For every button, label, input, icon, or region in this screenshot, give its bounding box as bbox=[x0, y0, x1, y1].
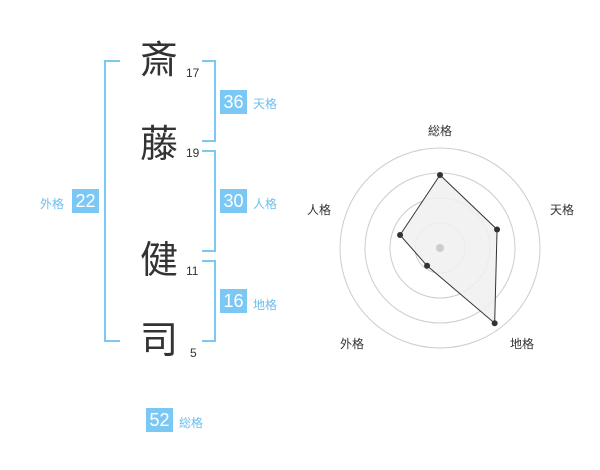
name-char-3: 健 bbox=[140, 238, 179, 282]
gaikaku-bracket bbox=[104, 60, 120, 342]
jinkaku-label: 人格 bbox=[253, 197, 278, 211]
chikaku-bracket bbox=[202, 260, 216, 342]
jinkaku-bracket bbox=[202, 150, 216, 252]
radar-axis-label-jinkaku: 人格 bbox=[307, 203, 332, 217]
chikaku-value: 16 bbox=[220, 289, 247, 313]
radar-point bbox=[437, 172, 443, 178]
stroke-count-2: 19 bbox=[186, 146, 200, 160]
name-char-4: 司 bbox=[140, 318, 179, 362]
tenkaku-value: 36 bbox=[220, 90, 247, 114]
tenkaku-label: 天格 bbox=[253, 97, 278, 111]
name-char-2: 藤 bbox=[140, 122, 179, 166]
tenkaku-bracket bbox=[202, 60, 216, 142]
radar-axis-label-gaikaku: 外格 bbox=[340, 337, 365, 351]
soukaku-label: 総格 bbox=[179, 416, 204, 430]
radar-polygon bbox=[399, 174, 498, 325]
gaikaku-label: 外格 bbox=[40, 197, 65, 211]
radar-point bbox=[397, 232, 404, 239]
radar-axis-label-tenkaku: 天格 bbox=[550, 203, 575, 217]
soukaku-value: 52 bbox=[146, 408, 173, 432]
radar-point bbox=[494, 226, 501, 233]
chikaku-label: 地格 bbox=[253, 298, 278, 312]
jinkaku-value: 30 bbox=[220, 189, 247, 213]
name-char-1: 斎 bbox=[140, 38, 179, 82]
radar-axis-label-soukaku: 総格 bbox=[428, 124, 453, 138]
radar-center bbox=[436, 244, 444, 252]
stroke-count-4: 5 bbox=[190, 346, 197, 360]
radar-point bbox=[424, 262, 431, 269]
radar-ring bbox=[339, 147, 541, 349]
radar-axis-label-chikaku: 地格 bbox=[510, 337, 535, 351]
radar-point bbox=[491, 320, 498, 327]
radar-chart bbox=[339, 147, 541, 349]
stroke-count-1: 17 bbox=[186, 66, 200, 80]
gaikaku-value: 22 bbox=[72, 189, 99, 213]
stroke-count-3: 11 bbox=[186, 264, 199, 278]
